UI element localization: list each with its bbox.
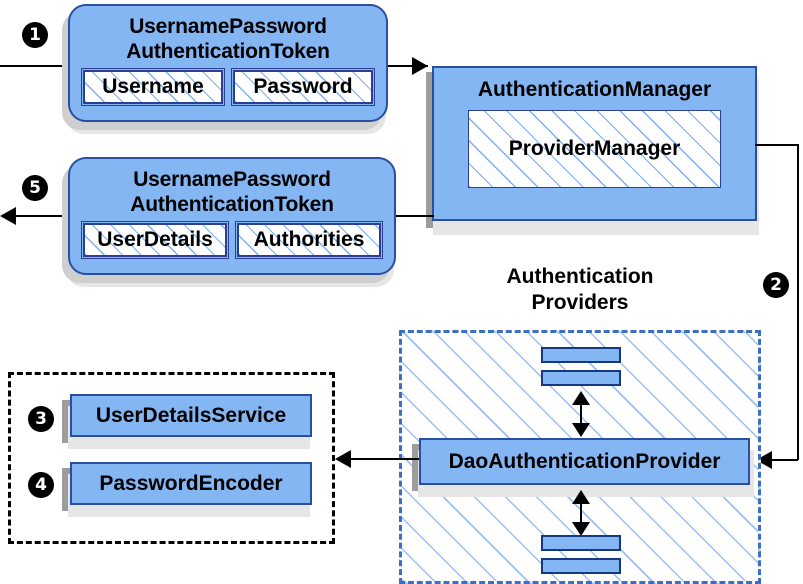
badge-3: 3 (28, 406, 54, 432)
badge-4: 4 (28, 472, 54, 498)
response-token-out-line (14, 215, 72, 217)
authentication-manager-card: AuthenticationManager ProviderManager (432, 66, 757, 221)
response-token-slot-userdetails: UserDetails (81, 221, 229, 259)
response-token-out-arrowhead (0, 207, 16, 225)
request-token-card: UsernamePassword AuthenticationToken Use… (68, 4, 388, 122)
authentication-providers-caption-line2: Providers (531, 291, 629, 314)
provider-to-services-arrowhead (335, 450, 351, 468)
response-token-title-line1: UsernamePassword (133, 168, 331, 191)
provider-link-top-line (580, 398, 582, 426)
user-details-service-box: UserDetailsService (70, 394, 312, 437)
authentication-providers-caption: Authentication Providers (470, 264, 690, 316)
manager-to-response-line (396, 215, 434, 217)
badge-2: 2 (763, 272, 789, 298)
manager-to-provider-vertical-line (797, 144, 799, 460)
token-to-manager-arrowhead (412, 57, 428, 75)
badge-5: 5 (22, 175, 48, 201)
provider-to-services-line (349, 458, 419, 460)
request-token-slots: Username Password (70, 64, 386, 106)
manager-to-provider-top-line (755, 144, 799, 146)
response-token-slot-authorities: Authorities (235, 221, 383, 259)
provider-link-bottom-arrow-down (572, 522, 590, 536)
request-token-title-line1: UsernamePassword (129, 15, 327, 38)
support-services-container (8, 372, 335, 544)
provider-link-bottom-line (580, 497, 582, 525)
request-token-title-line2: AuthenticationToken (126, 40, 330, 63)
token-to-manager-line (388, 65, 428, 67)
authentication-manager-title: AuthenticationManager (477, 78, 712, 101)
other-provider-bar-bottom-2 (541, 558, 621, 574)
other-provider-bar-top-1 (541, 347, 621, 363)
provider-manager-box: ProviderManager (468, 110, 721, 188)
password-encoder-box: PasswordEncoder (70, 462, 312, 505)
other-provider-bar-bottom-1 (541, 535, 621, 551)
response-token-title-line2: AuthenticationToken (130, 193, 334, 216)
authentication-providers-caption-line1: Authentication (506, 265, 654, 288)
other-provider-bar-top-2 (541, 370, 621, 386)
provider-link-top-arrow-down (572, 423, 590, 437)
request-token-slot-username: Username (81, 68, 225, 106)
response-token-card: UsernamePassword AuthenticationToken Use… (68, 157, 396, 275)
response-token-slots: UserDetails Authorities (70, 217, 394, 259)
request-token-slot-password: Password (231, 68, 375, 106)
manager-to-provider-bottom-line (770, 459, 798, 461)
dao-authentication-provider-box: DaoAuthenticationProvider (419, 438, 750, 485)
badge-1: 1 (22, 22, 48, 48)
incoming-request-line (0, 65, 70, 67)
